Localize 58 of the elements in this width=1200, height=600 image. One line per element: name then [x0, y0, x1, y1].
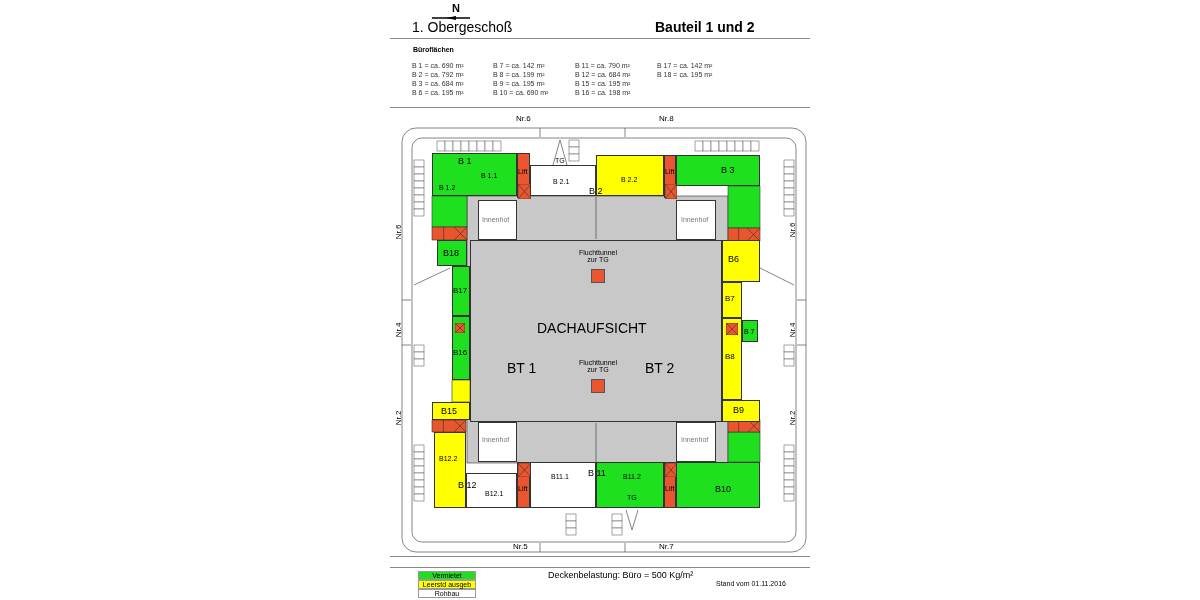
- office-area: [530, 165, 596, 196]
- courtyard: [676, 422, 716, 462]
- roof-area: [470, 240, 722, 422]
- office-area: [452, 266, 470, 316]
- unit-label: B15: [441, 407, 457, 416]
- courtyard: [478, 422, 517, 462]
- page-title: 1. Obergeschoß: [412, 20, 513, 34]
- unit-label: B16: [453, 349, 468, 357]
- lift-shaft: [517, 462, 530, 508]
- courtyard: [676, 200, 716, 240]
- plan-label: B 11: [588, 469, 606, 478]
- office-area: [452, 316, 470, 380]
- office-area: [432, 153, 517, 196]
- plan-label: B 2: [589, 187, 603, 196]
- office-area: [676, 462, 760, 508]
- office-area: [596, 155, 664, 196]
- plan-label: Nr.8: [659, 115, 674, 123]
- unit-label: B 3: [721, 166, 735, 175]
- street-label: Nr.6: [789, 222, 798, 238]
- unit-label: B10: [715, 485, 731, 494]
- office-area: [742, 320, 758, 342]
- office-area: [530, 462, 596, 508]
- office-area: [434, 432, 466, 508]
- plan-label: Nr.5: [513, 543, 528, 551]
- unit-label: B9: [733, 406, 744, 415]
- office-area: [466, 473, 517, 508]
- street-label: Nr.2: [395, 410, 404, 426]
- roof-label: BT 1: [507, 361, 537, 375]
- plan-label: Nr.7: [659, 543, 674, 551]
- office-area: [676, 155, 760, 186]
- street-label: Nr.6: [395, 224, 404, 240]
- office-area: [722, 240, 760, 282]
- lift-shaft: [517, 153, 530, 198]
- roof-label: DACHAUFSICHT: [537, 321, 647, 335]
- unit-label: B7: [725, 295, 735, 303]
- unit-label: B8: [725, 353, 735, 361]
- office-area: [722, 400, 760, 422]
- unit-label: B6: [728, 255, 739, 264]
- street-label: Nr.2: [789, 410, 798, 426]
- street-label: Nr.4: [395, 322, 404, 338]
- plan-label: N: [452, 3, 460, 14]
- street-label: Nr.4: [789, 322, 798, 338]
- plan-label: Deckenbelastung: Büro = 500 Kg/m²: [548, 571, 694, 580]
- courtyard: [478, 200, 517, 240]
- lift-shaft: [664, 462, 676, 508]
- office-area: [722, 318, 742, 400]
- roof-label: BT 2: [645, 361, 675, 375]
- unit-label: B18: [443, 249, 459, 258]
- office-area: [596, 462, 664, 508]
- plan-label: Nr.6: [516, 115, 531, 123]
- office-area: [432, 402, 470, 420]
- plan-label: B 12: [458, 481, 477, 490]
- unit-label: B17: [453, 287, 468, 295]
- office-area: [722, 282, 742, 318]
- plan-label: Bauteil 1 und 2: [655, 20, 755, 34]
- unit-label: B 1: [458, 157, 472, 166]
- office-area: [437, 240, 467, 266]
- lift-shaft: [664, 155, 676, 198]
